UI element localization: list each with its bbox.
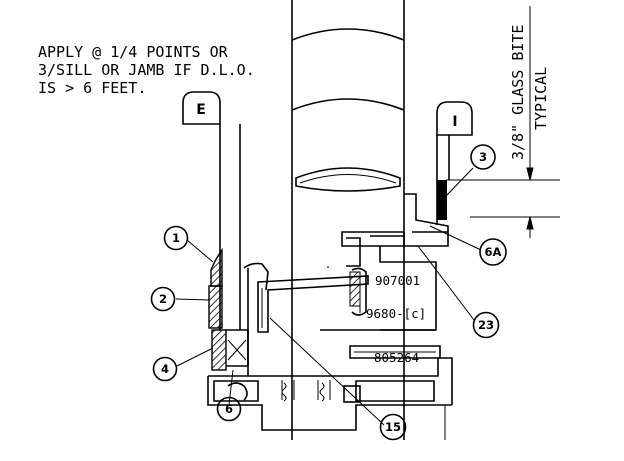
callout-6: 6 [216, 396, 242, 422]
callout-6a: 6A [479, 238, 507, 266]
exterior-tag-label: E [196, 102, 206, 118]
callout-23-label: 23 [478, 318, 494, 332]
exterior-tag: E [182, 91, 221, 125]
part-9680: 9680-[c] [366, 306, 426, 321]
callout-2-label: 2 [159, 292, 167, 306]
part-805264: 805264 [374, 350, 419, 365]
part-907001: 907001 [375, 273, 420, 288]
callout-6a-label: 6A [485, 245, 502, 259]
callout-3: 3 [470, 144, 496, 170]
interior-tag: I [436, 101, 473, 136]
callout-2: 2 [150, 286, 176, 312]
callout-1: 1 [163, 225, 189, 251]
callout-23: 23 [472, 311, 500, 339]
interior-wedge-gasket [437, 180, 447, 220]
glass-bite-dimension-label: 3/8" GLASS BITE [509, 25, 527, 160]
glass-bite-dimension-lines [446, 6, 560, 238]
callout-6-label: 6 [225, 402, 233, 416]
callout-1-label: 1 [172, 231, 180, 245]
callout-4: 4 [152, 356, 178, 382]
callout-3-label: 3 [479, 150, 487, 164]
glass-unit [219, 0, 450, 440]
leader-lines [175, 167, 482, 426]
note-line-2: 3/SILL OR JAMB IF D.L.O. [38, 61, 255, 79]
interior-tag-label: I [452, 114, 457, 130]
glass-bite-typical-label: TYPICAL [532, 67, 550, 130]
callout-15: 15 [379, 413, 407, 441]
note-line-1: APPLY @ 1/4 POINTS OR [38, 43, 229, 61]
exterior-sealant [208, 247, 249, 371]
note-line-3: IS > 6 FEET. [38, 79, 146, 97]
callout-15-label: 15 [385, 420, 401, 434]
callout-4-label: 4 [161, 362, 169, 376]
